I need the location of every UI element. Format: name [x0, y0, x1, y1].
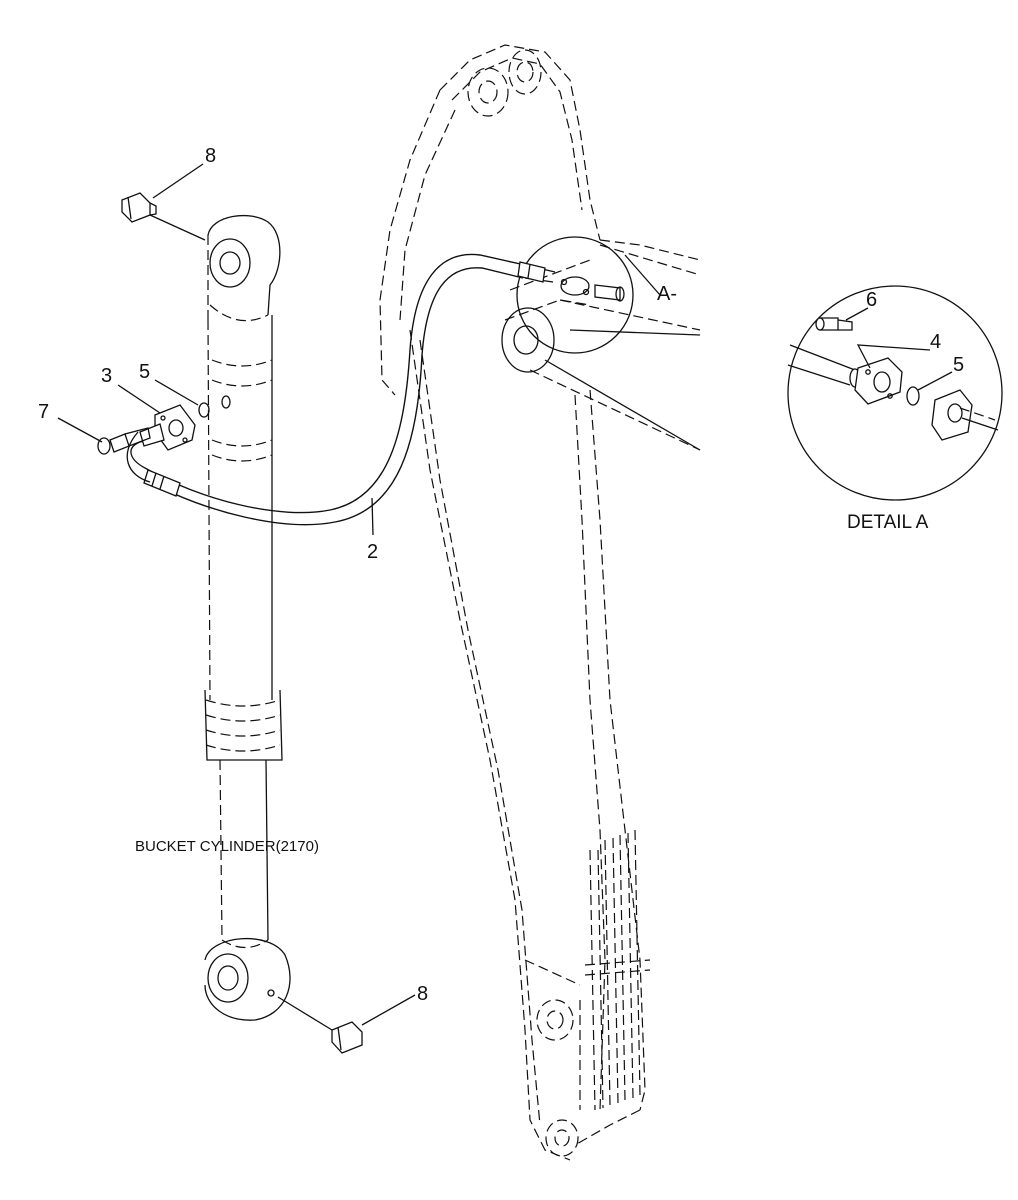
callout-6: 6	[866, 289, 877, 311]
callout-8-bottom: 8	[417, 983, 428, 1005]
callout-7: 7	[38, 401, 49, 423]
callout-8-top: 8	[205, 145, 216, 167]
hose-assembly	[126, 253, 546, 526]
detail-a-view: DETAIL A	[787, 285, 1003, 533]
detail-o-ring-5-icon	[906, 386, 920, 406]
callout-5-left: 5	[139, 361, 150, 383]
bucket-cylinder: BUCKET CYLINDER(2170)	[135, 214, 319, 1021]
detail-a-indicator-circle	[516, 236, 634, 354]
callout-3: 3	[101, 365, 112, 387]
leader-lines	[57, 163, 661, 1031]
callout-4: 4	[930, 331, 941, 353]
flange-3-assembly	[97, 402, 210, 455]
bucket-cylinder-label: BUCKET CYLINDER(2170)	[135, 838, 319, 855]
callout-2: 2	[367, 541, 378, 563]
callout-5-detail: 5	[953, 354, 964, 376]
o-ring-5-icon	[198, 402, 210, 418]
arm-structure	[379, 44, 701, 1161]
callout-numbers: 8 3 5 7 2 8 A- 6 4 5	[38, 145, 964, 1005]
bolt-7-icon	[109, 433, 130, 453]
plug-8-top-icon	[121, 192, 157, 223]
detail-a-label: DETAIL A	[847, 512, 929, 533]
callout-a: A-	[657, 283, 677, 305]
plug-8-bottom-icon	[331, 1021, 363, 1054]
